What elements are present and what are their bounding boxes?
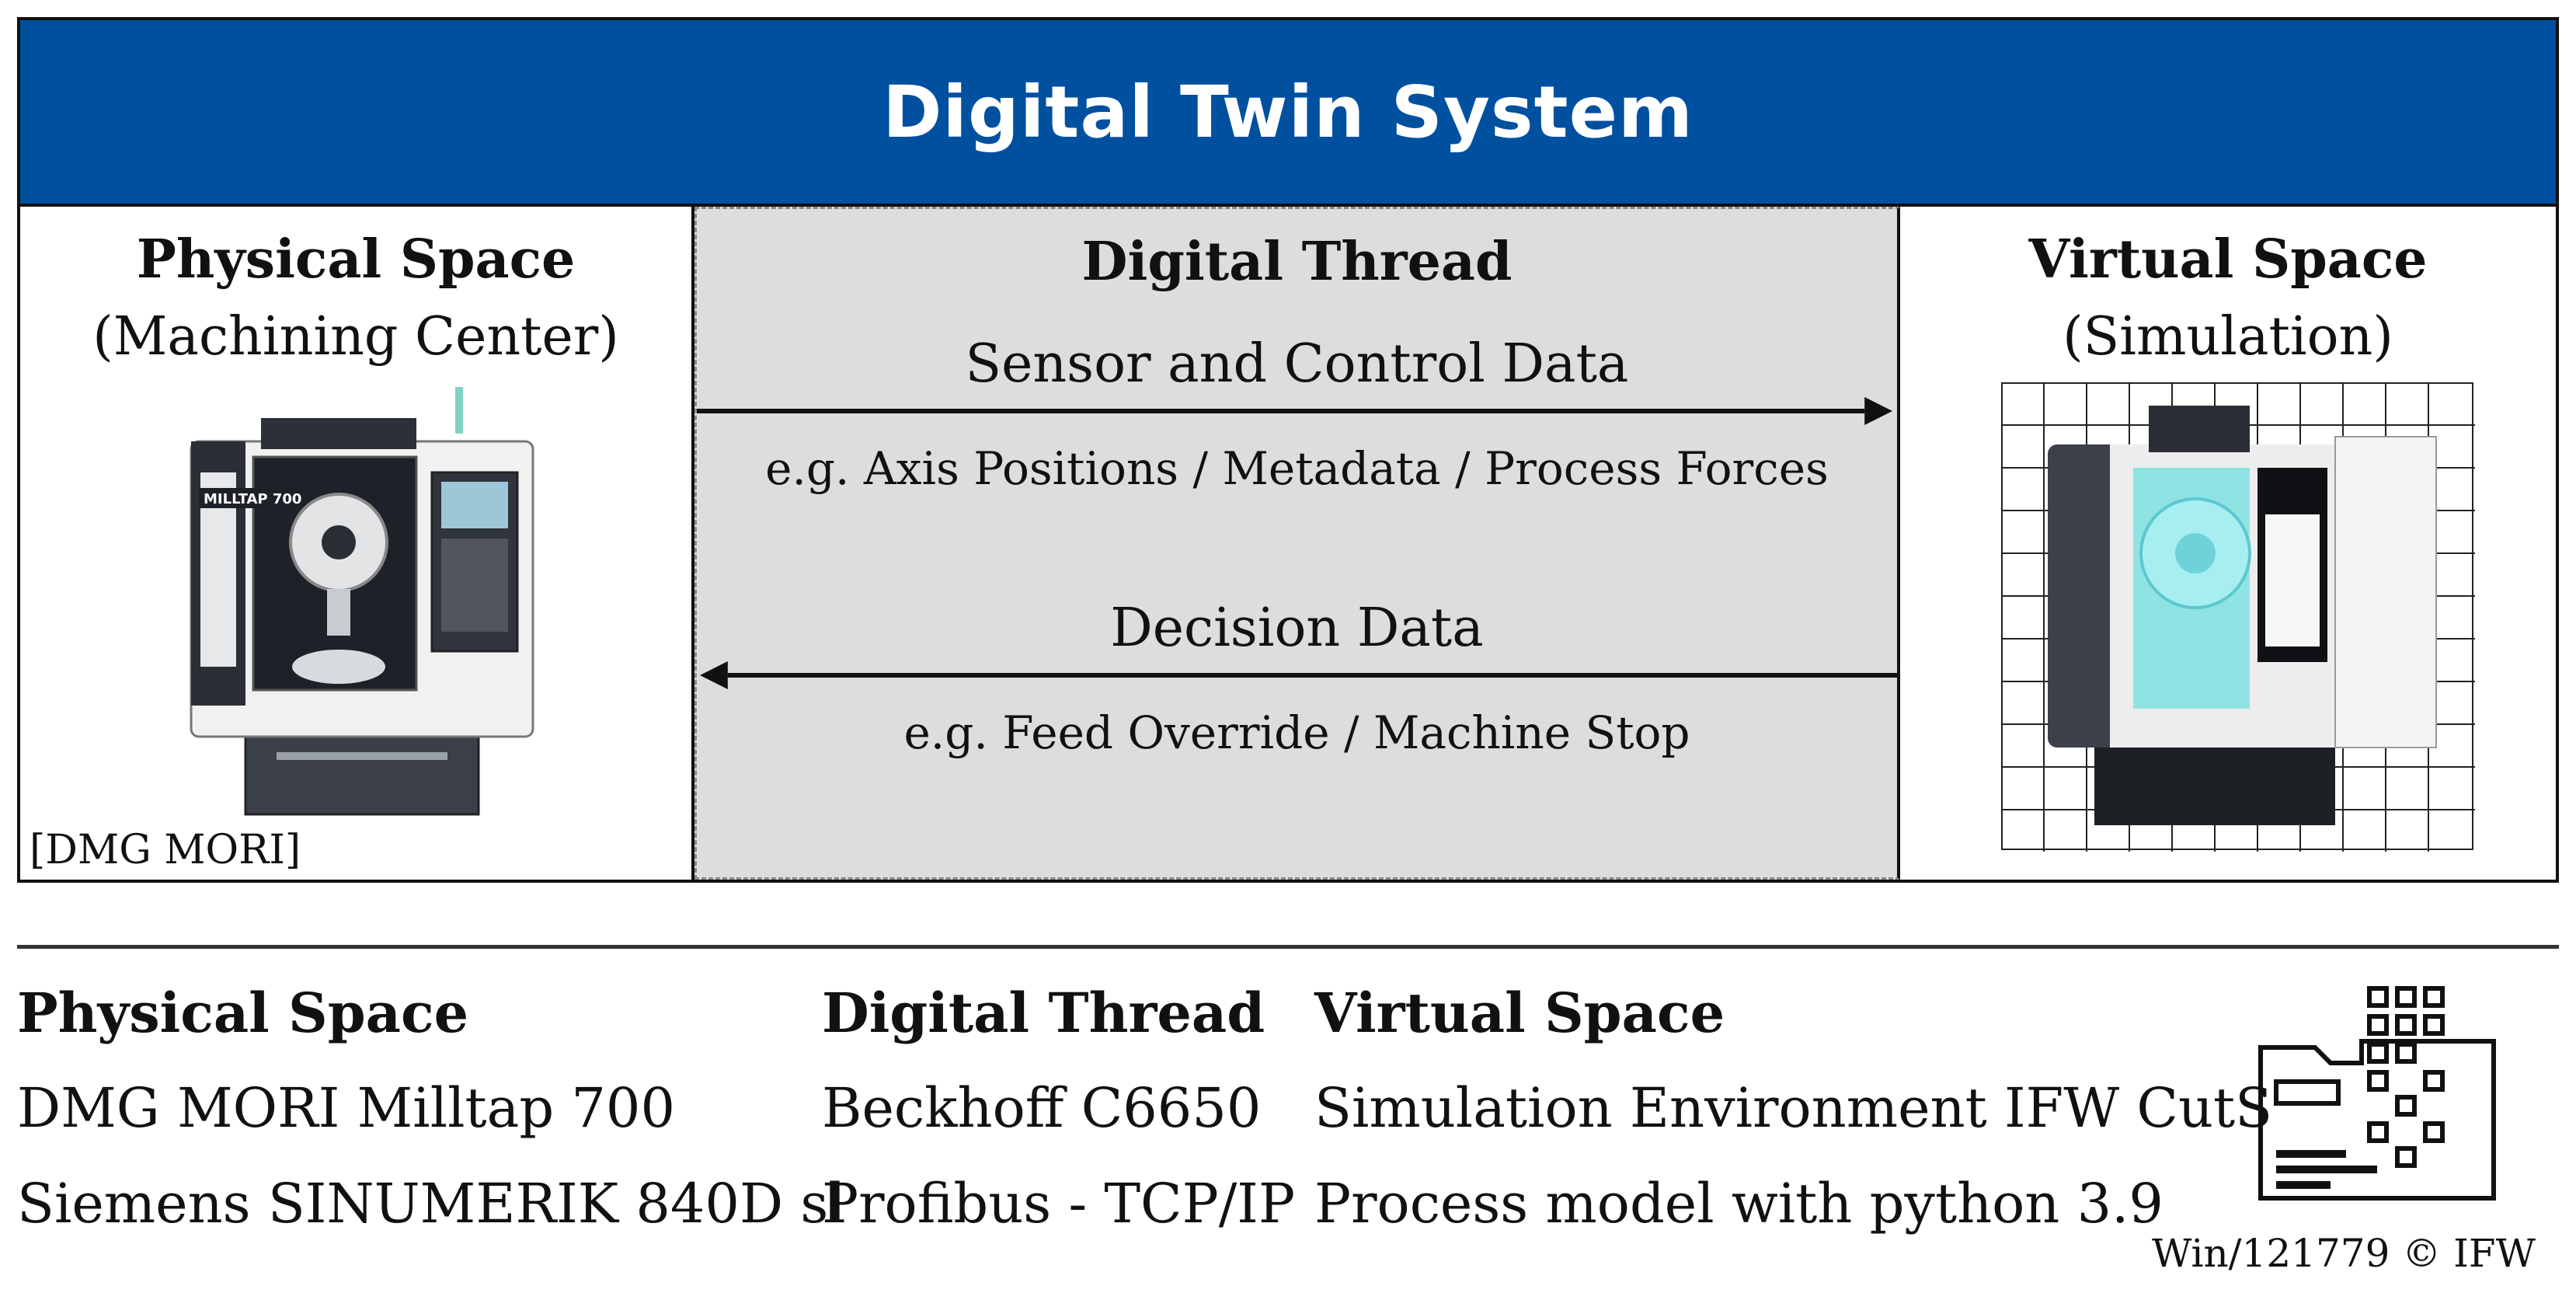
legend-physical-heading: Physical Space bbox=[17, 981, 469, 1045]
backward-data-detail: e.g. Feed Override / Machine Stop bbox=[903, 706, 1690, 759]
simulation-model-image bbox=[2001, 382, 2475, 852]
physical-space-subtitle: (Machining Center) bbox=[92, 306, 619, 368]
legend-physical-item: DMG MORI Milltap 700 bbox=[17, 1076, 676, 1140]
diagram-title: Digital Twin System bbox=[882, 70, 1694, 154]
digital-thread-panel: Digital Thread Sensor and Control Data e… bbox=[694, 207, 1900, 880]
legend-virtual-heading: Virtual Space bbox=[1314, 981, 1725, 1045]
forward-arrow bbox=[697, 397, 1893, 425]
legend-thread-heading: Digital Thread bbox=[822, 981, 1265, 1045]
forward-data-detail: e.g. Axis Positions / Metadata / Process… bbox=[765, 442, 1829, 495]
backward-arrow bbox=[699, 661, 1897, 689]
digital-thread-title: Digital Thread bbox=[1081, 231, 1513, 293]
virtual-space-subtitle: (Simulation) bbox=[2063, 306, 2393, 368]
header-banner: Digital Twin System bbox=[20, 20, 2556, 207]
forward-data-label: Sensor and Control Data bbox=[965, 333, 1629, 395]
legend-thread-item: Beckhoff C6650 bbox=[822, 1076, 1262, 1140]
image-credit: [DMG MORI] bbox=[30, 827, 301, 873]
physical-space-title: Physical Space bbox=[136, 228, 576, 291]
legend-virtual-item: Simulation Environment IFW CutS bbox=[1314, 1076, 2273, 1140]
legend-virtual-item: Process model with python 3.9 bbox=[1314, 1172, 2163, 1235]
section-divider bbox=[17, 945, 2559, 949]
machine-brand-plate: MILLTAP 700 bbox=[204, 491, 301, 507]
virtual-space-title: Virtual Space bbox=[2028, 228, 2428, 291]
physical-space-panel: Physical Space (Machining Center) bbox=[20, 207, 694, 880]
machining-center-image: MILLTAP 700 bbox=[190, 387, 534, 816]
legend-thread-item: Profibus - TCP/IP bbox=[822, 1172, 1296, 1235]
digital-twin-icon bbox=[2258, 986, 2496, 1201]
digital-twin-diagram: Digital Twin System Physical Space (Mach… bbox=[17, 17, 2559, 883]
legend-physical-item: Siemens SINUMERIK 840D sl bbox=[17, 1172, 846, 1235]
virtual-space-panel: Virtual Space (Simulation) bbox=[1900, 207, 2556, 880]
figure-code: Win/121779 © IFW bbox=[2151, 1231, 2536, 1276]
backward-data-label: Decision Data bbox=[1110, 598, 1484, 659]
